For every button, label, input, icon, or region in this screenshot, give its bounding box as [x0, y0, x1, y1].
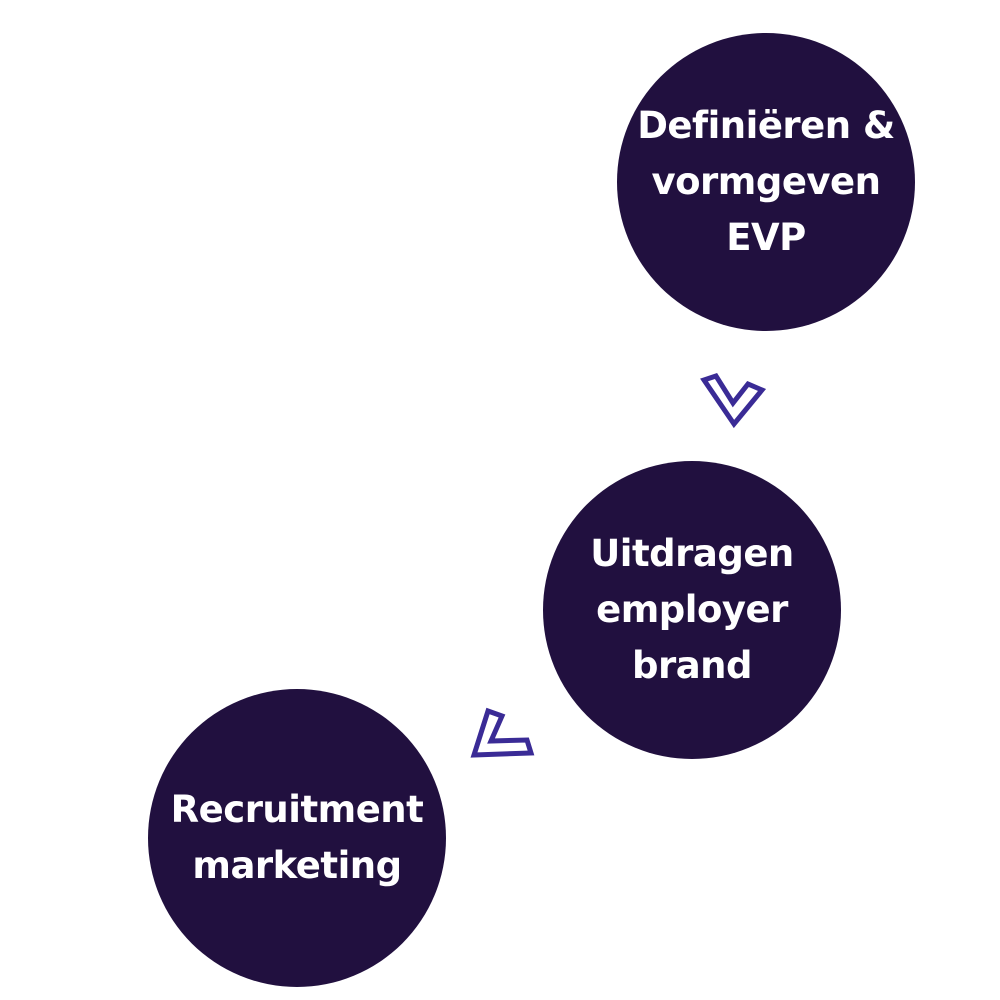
connector-2-shape	[470, 707, 535, 758]
step-employer-brand-label: Uitdragen employer brand	[590, 532, 794, 687]
step-recruitment-marketing-label: Recruitment marketing	[170, 788, 424, 887]
step-define-evp-label: Definiëren & vormgeven EVP	[637, 104, 895, 259]
connector-1-shape	[700, 373, 767, 429]
step-define-evp: Definiëren & vormgeven EVP	[617, 33, 915, 331]
chevron-down-left-icon	[470, 707, 535, 758]
step-recruitment-marketing: Recruitment marketing	[148, 689, 446, 987]
chevron-down-icon	[700, 373, 767, 429]
step-employer-brand: Uitdragen employer brand	[543, 461, 841, 759]
